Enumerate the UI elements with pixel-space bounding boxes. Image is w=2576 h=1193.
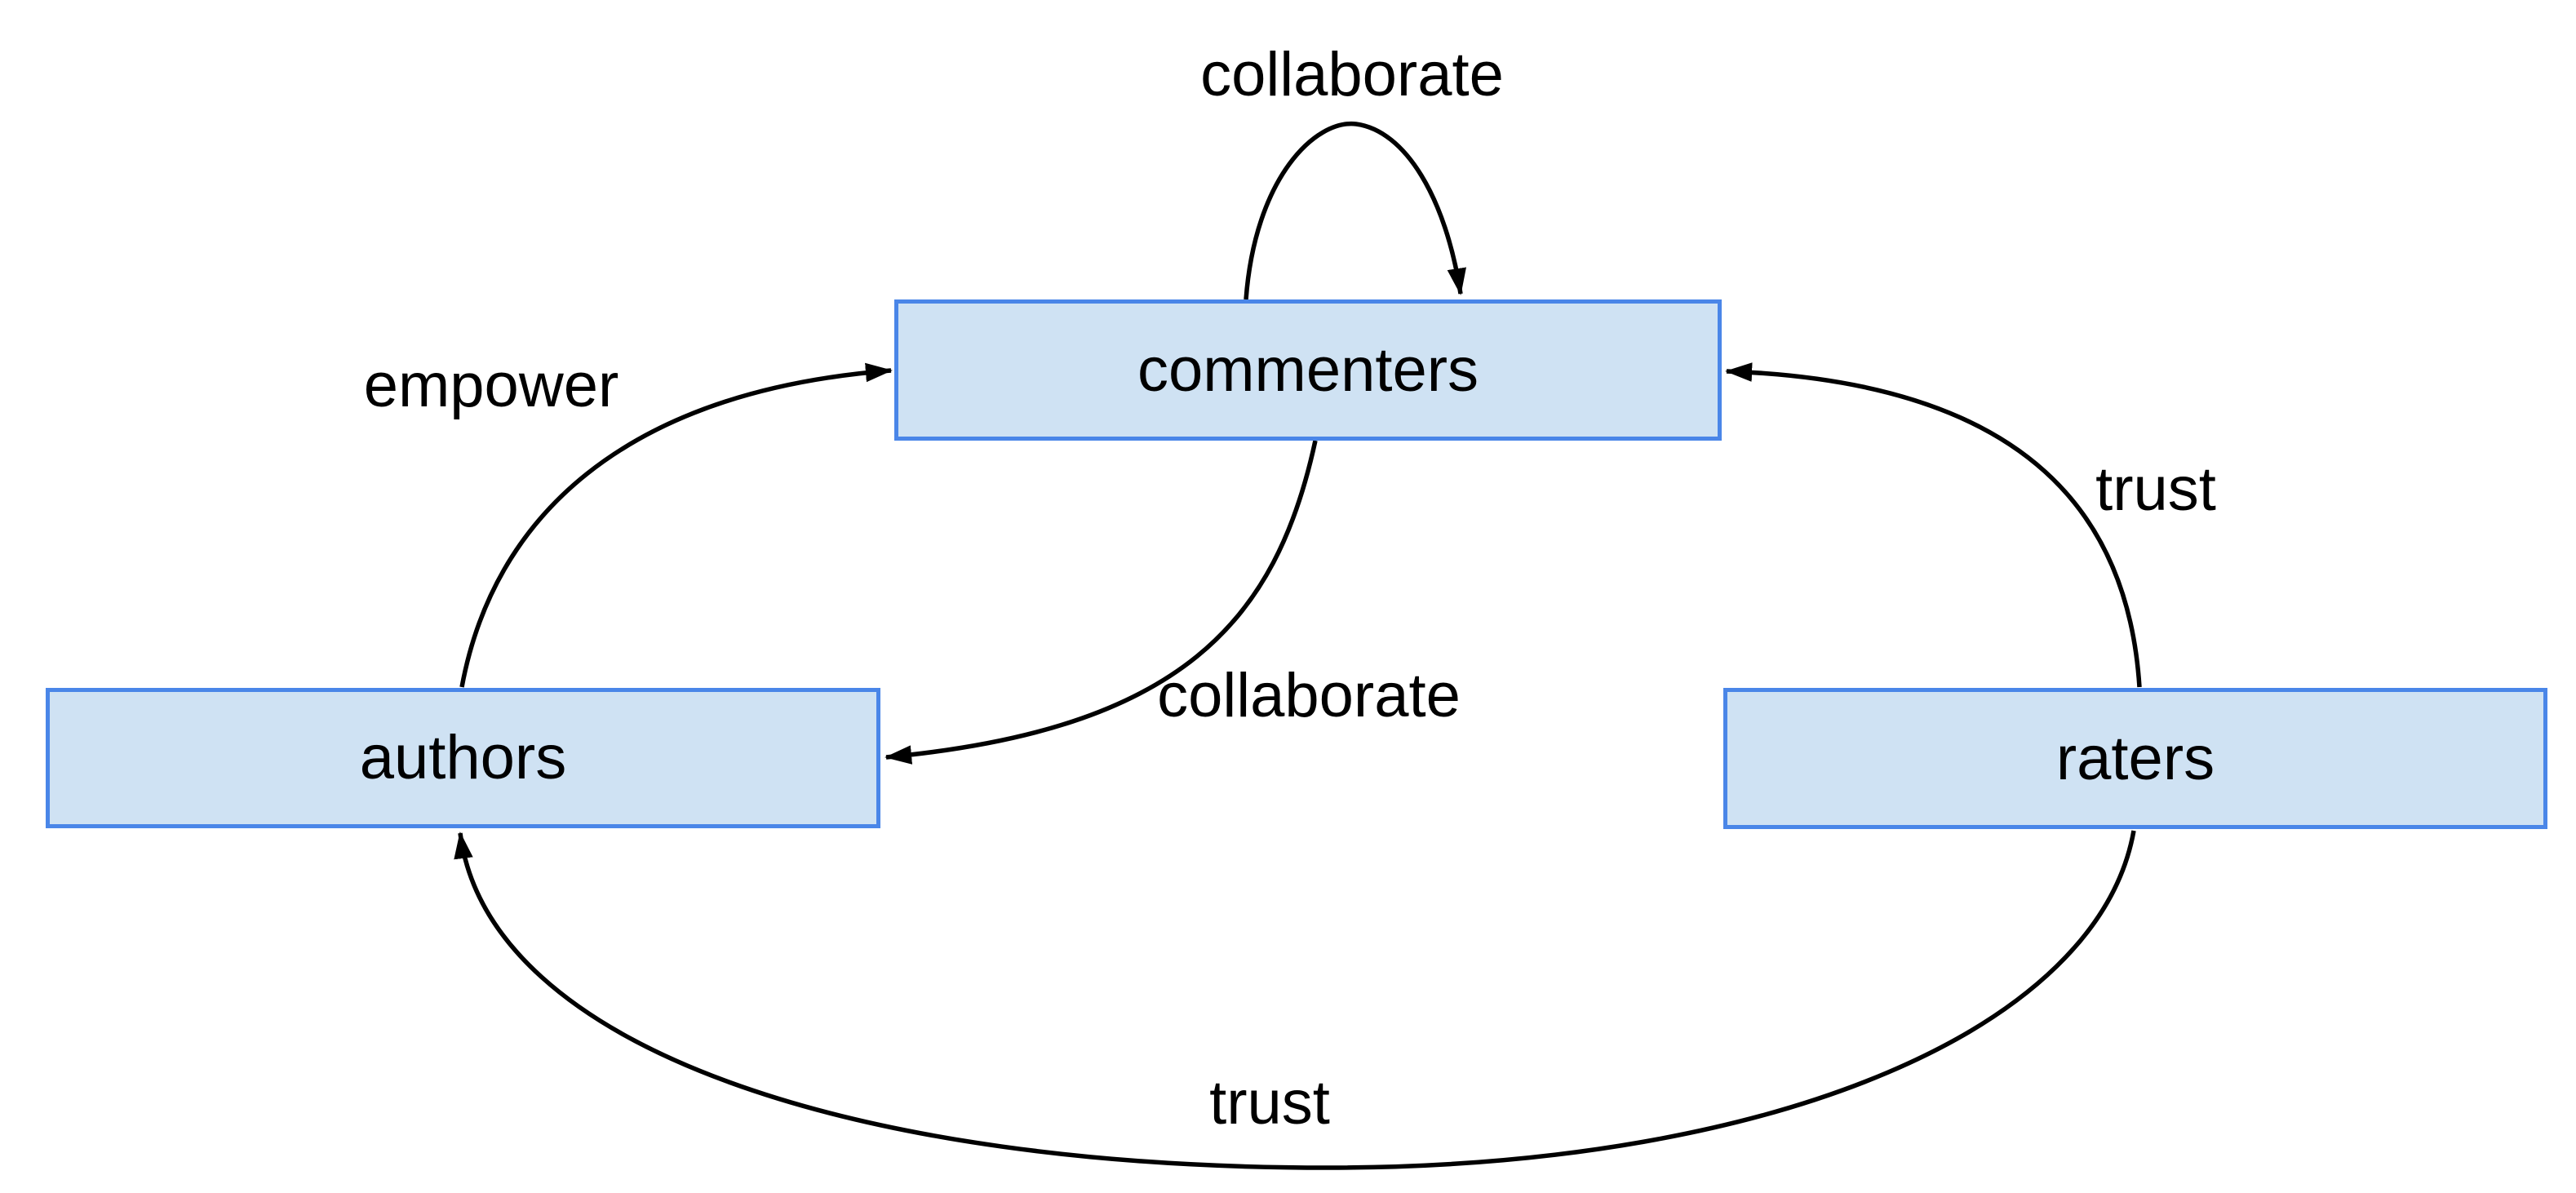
edge-collaborate-self-loop (1244, 121, 1466, 300)
edge-label-trust-upper: trust (2095, 455, 2216, 524)
node-commenters-label: commenters (1137, 335, 1479, 405)
edge-collaborate-commenters-to-authors (885, 440, 1318, 765)
edge-trust-raters-to-authors (454, 830, 2136, 1170)
edge-label-collaborate-self-loop: collaborate (1200, 40, 1504, 109)
node-raters-label: raters (2055, 723, 2215, 793)
node-authors-label: authors (359, 723, 567, 792)
node-raters: raters (1723, 688, 2547, 829)
edge-empower-authors-to-commenters (459, 362, 893, 688)
edge-trust-raters-to-commenters (1725, 362, 2142, 688)
node-authors: authors (46, 688, 880, 828)
edge-label-collaborate-middle: collaborate (1157, 661, 1461, 730)
edge-label-trust-bottom: trust (1209, 1068, 1330, 1138)
edge-label-empower: empower (363, 351, 619, 420)
node-commenters: commenters (894, 299, 1722, 441)
